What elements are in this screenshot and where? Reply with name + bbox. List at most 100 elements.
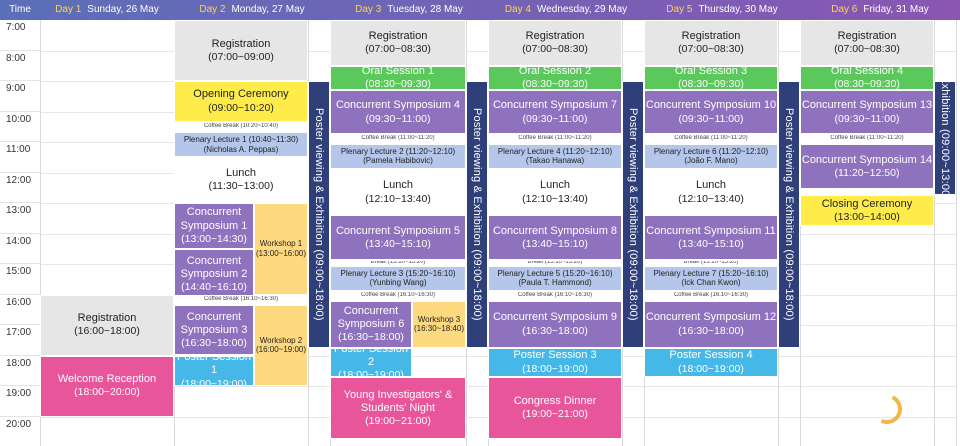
event-time: (12:10~13:40) bbox=[365, 192, 431, 205]
event-block-oral[interactable]: Oral Session 4(08:30~09:30) bbox=[800, 65, 934, 91]
exhibition-bar[interactable]: Poster viewing & Exhibition (09:00~18:00… bbox=[466, 81, 488, 348]
event-title: Registration bbox=[837, 29, 897, 42]
event-block-plenary[interactable]: Plenary Lecture 7 (15:20~16:10)(Ick Chan… bbox=[644, 265, 778, 292]
event-time: (09:30~11:00) bbox=[678, 112, 744, 125]
day-date: Friday, 31 May bbox=[863, 4, 929, 15]
event-block-symposium[interactable]: Concurrent Symposium 9(16:30~18:00) bbox=[488, 300, 622, 348]
event-time: (09:30~11:00) bbox=[522, 112, 588, 125]
event-block-poster[interactable]: Poster Session 4(18:00~19:00) bbox=[644, 347, 778, 377]
exhibition-bar[interactable]: Exhibition (09:00~13:00) bbox=[934, 81, 956, 196]
event-block-symposium[interactable]: Concurrent Symposium 3(16:30~18:00) bbox=[174, 304, 254, 356]
event-block-plenary[interactable]: Plenary Lecture 3 (15:20~16:10)(Yunbing … bbox=[330, 265, 466, 292]
event-block-reception[interactable]: Young Investigators' & Students' Night(1… bbox=[330, 376, 466, 440]
event-title: Break (15:10~15:20) bbox=[683, 260, 739, 266]
event-block-coffee[interactable]: Coffee Break (11:00~11:20) bbox=[644, 134, 778, 144]
event-block-registration[interactable]: Registration(07:00~08:30) bbox=[330, 20, 466, 66]
event-title: Poster Session 4 bbox=[669, 349, 753, 362]
event-time: (07:00~08:30) bbox=[365, 43, 431, 56]
event-block-lunch[interactable]: Lunch(12:10~13:40) bbox=[330, 169, 466, 216]
event-block-registration[interactable]: Registration(16:00~18:00) bbox=[40, 294, 174, 356]
event-block-plenary[interactable]: Plenary Lecture 2 (11:20~12:10)(Pamela H… bbox=[330, 143, 466, 170]
event-title: Poster Session 1 bbox=[177, 355, 251, 377]
event-block-reception[interactable]: Congress Dinner(19:00~21:00) bbox=[488, 376, 622, 440]
time-label: 12:00 bbox=[0, 173, 40, 203]
event-time: (16:30~18:00) bbox=[678, 324, 744, 337]
event-block-plenary[interactable]: Plenary Lecture 1 (10:40~11:30)(Nicholas… bbox=[174, 131, 308, 158]
event-block-plenary[interactable]: Plenary Lecture 5 (15:20~16:10)(Paula T.… bbox=[488, 265, 622, 292]
event-block-registration[interactable]: Registration(07:00~09:00) bbox=[174, 20, 308, 81]
exhibition-bar[interactable]: Poster viewing & Exhibition (09:00~18:00… bbox=[308, 81, 330, 348]
event-time: (12:10~13:40) bbox=[522, 192, 588, 205]
event-block-symposium[interactable]: Concurrent Symposium 2(14:40~16:10) bbox=[174, 248, 254, 300]
event-block-coffee[interactable] bbox=[800, 189, 934, 196]
event-block-coffee[interactable]: Coffee Break (16:10~16:30) bbox=[644, 291, 778, 301]
event-title: Concurrent Symposium 3 bbox=[180, 310, 248, 336]
event-block-symposium[interactable]: Concurrent Symposium 6(16:30~18:00) bbox=[330, 300, 412, 348]
event-title: Plenary Lecture 7 (15:20~16:10) bbox=[653, 268, 769, 278]
event-block-symposium[interactable]: Concurrent Symposium 5(13:40~15:10) bbox=[330, 215, 466, 261]
event-block-poster[interactable]: Poster Session 1(18:00~19:00) bbox=[174, 355, 254, 386]
event-time: (18:00~19:00) bbox=[522, 362, 588, 375]
event-block-registration[interactable]: Registration(07:00~08:30) bbox=[644, 20, 778, 66]
event-block-oral[interactable]: Oral Session 3(08:30~09:30) bbox=[644, 65, 778, 91]
event-block-coffee[interactable]: Break (15:10~15:20) bbox=[330, 260, 466, 266]
event-block-registration[interactable]: Registration(07:00~08:30) bbox=[488, 20, 622, 66]
time-label: 10:00 bbox=[0, 112, 40, 142]
event-block-symposium[interactable]: Concurrent Symposium 1(13:00~14:30) bbox=[174, 203, 254, 249]
event-block-lunch[interactable]: Lunch(11:30~13:00) bbox=[174, 157, 308, 203]
event-time: (09:00~10:20) bbox=[208, 101, 274, 114]
event-time: (08:30~09:30) bbox=[522, 78, 588, 91]
event-block-plenary[interactable]: Plenary Lecture 4 (11:20~12:10)(Takao Ha… bbox=[488, 143, 622, 170]
event-block-ceremony[interactable]: Closing Ceremony(13:00~14:00) bbox=[800, 195, 934, 226]
event-block-coffee[interactable]: Break (15:10~15:20) bbox=[644, 260, 778, 266]
event-block-workshop[interactable]: Workshop 1(13:00~16:00) bbox=[254, 203, 308, 295]
event-block-symposium[interactable]: Concurrent Symposium 14(11:20~12:50) bbox=[800, 143, 934, 190]
exhibition-label: Poster viewing & Exhibition (09:00~18:00… bbox=[627, 108, 639, 321]
event-block-lunch[interactable]: Lunch(12:10~13:40) bbox=[488, 169, 622, 216]
event-block-symposium[interactable]: Concurrent Symposium 8(13:40~15:10) bbox=[488, 215, 622, 261]
time-label: 17:00 bbox=[0, 325, 40, 356]
event-block-workshop[interactable]: Workshop 2(16:00~19:00) bbox=[254, 304, 308, 386]
event-block-registration[interactable]: Registration(07:00~08:30) bbox=[800, 20, 934, 66]
event-block-ceremony[interactable]: Opening Ceremony(09:00~10:20) bbox=[174, 81, 308, 122]
event-block-oral[interactable]: Oral Session 1(08:30~09:30) bbox=[330, 65, 466, 91]
event-block-coffee[interactable]: Coffee Break (16:10~16:30) bbox=[488, 291, 622, 301]
event-block-poster[interactable]: Poster Session 3(18:00~19:00) bbox=[488, 347, 622, 377]
event-block-lunch[interactable]: Lunch(12:10~13:40) bbox=[644, 169, 778, 216]
event-title: Plenary Lecture 5 (15:20~16:10) bbox=[497, 268, 613, 278]
event-block-symposium[interactable]: Concurrent Symposium 10(09:30~11:00) bbox=[644, 90, 778, 135]
event-time: (Pamela Habibovic) bbox=[363, 156, 433, 166]
event-time: (13:00~14:00) bbox=[834, 210, 900, 223]
event-block-reception[interactable]: Welcome Reception(18:00~20:00) bbox=[40, 355, 174, 417]
time-label: 11:00 bbox=[0, 142, 40, 173]
event-block-symposium[interactable]: Concurrent Symposium 12(16:30~18:00) bbox=[644, 300, 778, 348]
event-block-coffee[interactable]: Coffee Break (10:20~10:40) bbox=[174, 121, 308, 132]
event-block-poster[interactable]: Poster Session 2(18:00~19:00) bbox=[330, 347, 412, 377]
exhibition-bar[interactable]: Poster viewing & Exhibition (09:00~18:00… bbox=[778, 81, 800, 348]
header-bar bbox=[0, 0, 960, 20]
event-block-coffee[interactable]: Coffee Break (11:00~11:20) bbox=[800, 134, 934, 144]
event-time: (11:30~13:00) bbox=[208, 180, 274, 193]
day-number: Day 2 bbox=[199, 4, 226, 15]
event-block-coffee[interactable]: Coffee Break (16:10~16:30) bbox=[174, 294, 308, 305]
event-title: Oral Session 4 bbox=[830, 65, 904, 78]
event-block-coffee[interactable]: Coffee Break (16:10~16:30) bbox=[330, 291, 466, 301]
event-block-coffee[interactable]: Coffee Break (11:00~11:20) bbox=[488, 134, 622, 144]
event-block-plenary[interactable]: Plenary Lecture 6 (11:20~12:10)(João F. … bbox=[644, 143, 778, 170]
exhibition-bar[interactable]: Poster viewing & Exhibition (09:00~18:00… bbox=[622, 81, 644, 348]
time-label: 8:00 bbox=[0, 51, 40, 81]
event-block-symposium[interactable]: Concurrent Symposium 4(09:30~11:00) bbox=[330, 90, 466, 135]
event-block-coffee[interactable]: Coffee Break (11:00~11:20) bbox=[330, 134, 466, 144]
event-block-symposium[interactable]: Concurrent Symposium 13(09:30~11:00) bbox=[800, 90, 934, 135]
event-block-workshop[interactable]: Workshop 3(16:30~18:40) bbox=[412, 300, 466, 348]
event-block-oral[interactable]: Oral Session 2(08:30~09:30) bbox=[488, 65, 622, 91]
event-title: Coffee Break (16:10~16:30) bbox=[517, 292, 593, 299]
event-title: Coffee Break (16:10~16:30) bbox=[673, 292, 749, 299]
column-divider bbox=[800, 20, 801, 446]
event-title: Plenary Lecture 2 (11:20~12:10) bbox=[340, 146, 456, 156]
event-block-symposium[interactable]: Concurrent Symposium 11(13:40~15:10) bbox=[644, 215, 778, 261]
event-block-symposium[interactable]: Concurrent Symposium 7(09:30~11:00) bbox=[488, 90, 622, 135]
event-block-coffee[interactable]: Break (15:10~15:20) bbox=[488, 260, 622, 266]
